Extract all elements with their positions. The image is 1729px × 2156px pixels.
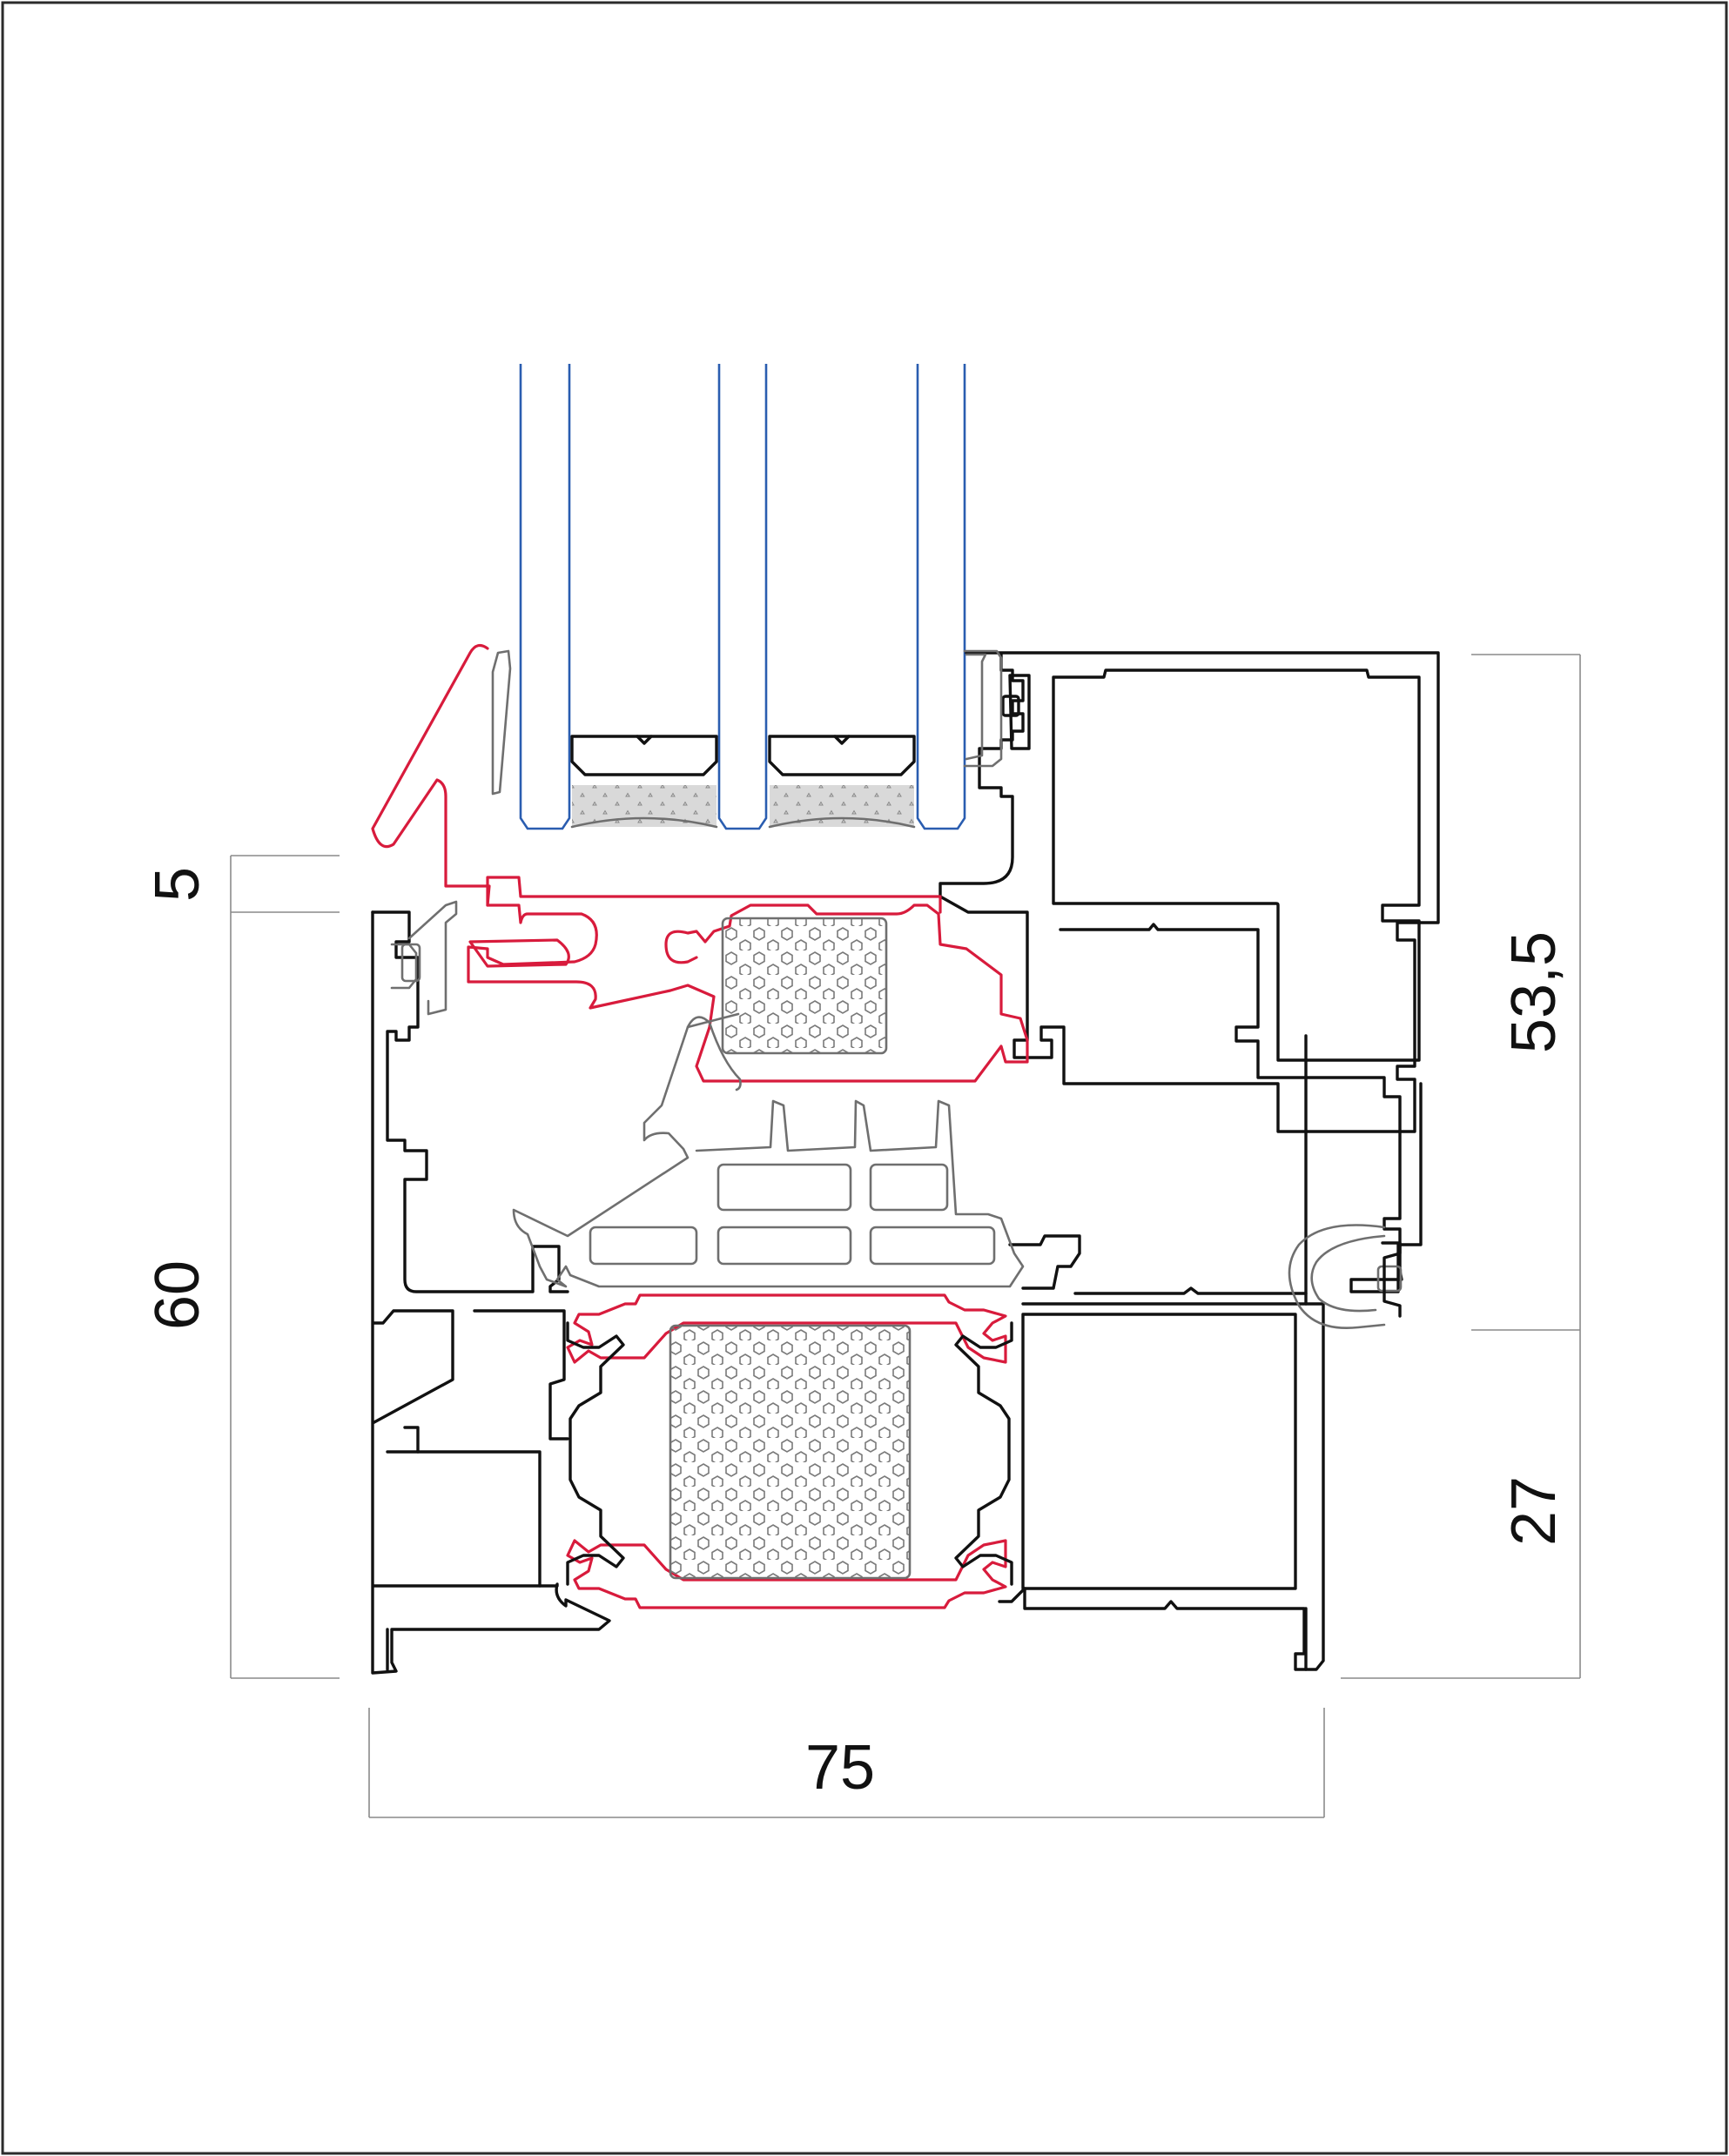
frame-foam-insulation (669, 1324, 912, 1580)
sash-chamber-upper (1052, 668, 1421, 1062)
dimension-label-60: 60 (143, 1260, 212, 1330)
frame-chamber-left (386, 1450, 542, 1588)
triple-glazing (519, 364, 966, 830)
sash-profile (939, 649, 1440, 1293)
sash-chamber-lower (1059, 923, 1423, 1293)
spacer-bar-1 (570, 735, 718, 776)
frame-top-wall (1021, 1034, 1308, 1306)
frame-chamber-right (1021, 1313, 1297, 1590)
spacer-bar-2 (768, 735, 916, 776)
sash-foam-insulation (721, 917, 888, 1055)
dimension-label-53-5: 53,5 (1499, 931, 1569, 1053)
inner-bubble-gasket (1288, 1224, 1386, 1329)
center-gasket-lip (686, 1016, 742, 1091)
frame-center-chamber (566, 1321, 1013, 1586)
glass-pane-outer (519, 364, 571, 830)
glass-pane-inner (916, 364, 966, 830)
dimension-lines (230, 654, 1581, 1818)
thermal-break-sash-top (486, 876, 942, 914)
gaskets (390, 649, 1403, 1329)
sash-frame-outline (939, 651, 1440, 1133)
frame-inner-wall (371, 910, 569, 1293)
glass-pane-middle (717, 364, 768, 830)
thermal-break-frame-top (566, 1293, 1007, 1364)
outer-glazing-gasket (491, 649, 512, 796)
glazing-gasket-inner (963, 649, 1003, 768)
thermal-break (371, 643, 1029, 1609)
glass-spacers (570, 735, 916, 829)
dimension-label-27: 27 (1499, 1476, 1569, 1546)
frame-bottom-right (998, 1302, 1325, 1671)
glazing-bead (1008, 674, 1031, 750)
thermal-break-frame-bottom (566, 1539, 1007, 1609)
center-gasket (512, 1012, 1025, 1288)
outer-frame-gasket (407, 900, 458, 1016)
frame-hook (1008, 1234, 1081, 1290)
frame-outer-wall (371, 910, 611, 1675)
frame-profile (371, 910, 1325, 1675)
dimension-label-75: 75 (805, 1733, 875, 1803)
thermal-break-sash (371, 643, 1029, 1083)
dimension-label-5: 5 (143, 867, 212, 902)
frame-web (473, 1309, 569, 1441)
